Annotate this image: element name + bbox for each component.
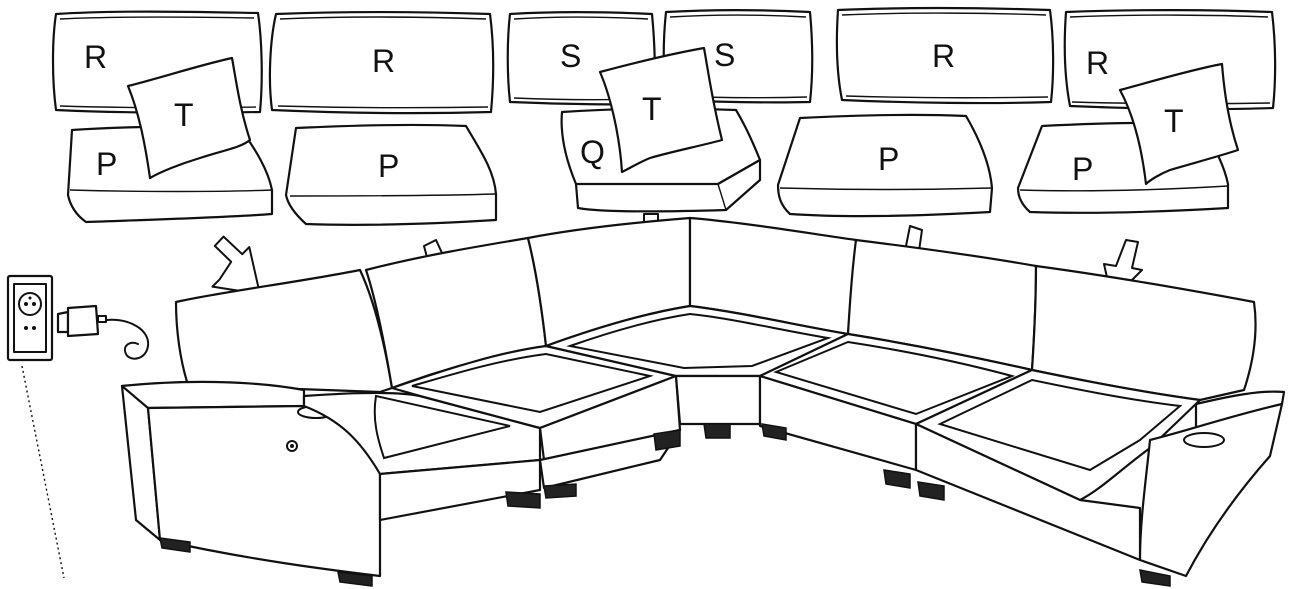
sofa-leg (506, 492, 540, 508)
back-cushion-1-label: R (84, 39, 107, 75)
throw-pillow-2-label: T (642, 91, 662, 127)
power-adapter-icon (58, 306, 148, 359)
back-cushion-2: R (270, 12, 493, 113)
sofa-back-1 (176, 270, 392, 392)
seat-cushion-2-label: P (378, 148, 399, 184)
corner-back-cushion-2-label: S (714, 37, 735, 73)
back-cushion-3: R (837, 8, 1053, 103)
sofa-leg (544, 484, 576, 498)
corner-seat-cushion-label: Q (580, 134, 605, 170)
seat-cushion-3: P (778, 115, 992, 216)
seat-cushion-3-label: P (878, 141, 899, 177)
corner-back-cushion-1-label: S (560, 38, 581, 74)
wall-outlet-icon (8, 276, 52, 360)
throw-pillow-3-label: T (1164, 103, 1184, 139)
sofa-leg (1140, 570, 1170, 586)
back-cushion-2-label: R (372, 43, 395, 79)
seat-cushion-1-label: P (96, 146, 117, 182)
sofa-leg (884, 470, 910, 488)
cable-line (22, 366, 64, 578)
sofa-leg (654, 430, 680, 450)
left-arm-top (122, 382, 304, 408)
sofa-leg (704, 424, 730, 438)
back-cushion-3-label: R (932, 38, 955, 74)
throw-pillow-1-label: T (174, 97, 194, 133)
seat-cushion-2: P (286, 125, 496, 225)
seat-cushion-4-label: P (1072, 151, 1093, 187)
sofa-leg (918, 482, 944, 500)
back-cushion-4-label: R (1086, 45, 1109, 81)
usb-port-dot (290, 444, 294, 448)
